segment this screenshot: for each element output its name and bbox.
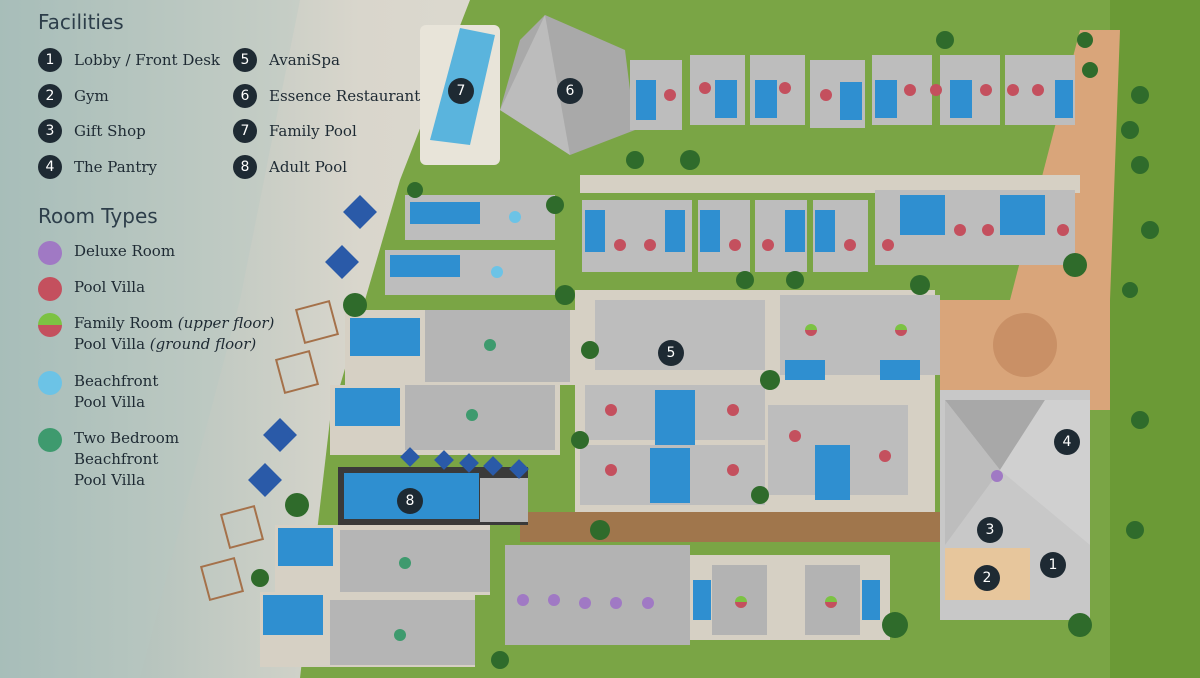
room-color-dot [38, 241, 62, 265]
room-label: Deluxe Room [74, 242, 176, 260]
map-legend: Facilities 1 Lobby / Front Desk 2 Gym 3 … [0, 0, 430, 500]
second-villa-row [582, 190, 1075, 272]
map-marker-3[interactable]: 3 [977, 517, 1003, 543]
room-color-dot [38, 371, 62, 395]
facility-label: Essence Restaurant [269, 87, 421, 105]
two-bedroom-villas [260, 310, 575, 667]
courtyard-circle [993, 313, 1057, 377]
adult-pool-roof [480, 478, 528, 522]
facility-8: 8 Adult Pool [233, 155, 347, 179]
main-roof-left [945, 400, 1000, 545]
facility-number: 4 [38, 155, 62, 179]
facility-2: 2 Gym [38, 84, 109, 108]
facility-label: AvaniSpa [269, 51, 340, 69]
facility-label: Gym [74, 87, 109, 105]
facility-5: 5 AvaniSpa [233, 48, 340, 72]
map-marker-7[interactable]: 7 [448, 78, 474, 104]
facility-number: 3 [38, 119, 62, 143]
grass-right [1110, 0, 1200, 678]
room-types-title: Room Types [38, 204, 158, 228]
map-marker-2[interactable]: 2 [974, 565, 1000, 591]
sea-foam [0, 0, 300, 678]
facility-7: 7 Family Pool [233, 119, 357, 143]
wooden-deck [520, 512, 940, 542]
facility-label: Family Pool [269, 122, 357, 140]
map-marker-8[interactable]: 8 [397, 488, 423, 514]
facility-number: 5 [233, 48, 257, 72]
room-dots [394, 82, 1069, 641]
room-label: Family Room (upper floor) Pool Villa (gr… [74, 314, 275, 353]
facilities-title: Facilities [38, 10, 124, 34]
facility-number: 1 [38, 48, 62, 72]
map-marker-5[interactable]: 5 [658, 340, 684, 366]
facility-3: 3 Gift Shop [38, 119, 146, 143]
restaurant-roof-shade [500, 15, 570, 155]
deluxe-block [505, 545, 690, 645]
beachfront-villas [385, 195, 555, 295]
north-villa-row [630, 55, 1075, 130]
room-color-dot [38, 277, 62, 301]
facility-number: 6 [233, 84, 257, 108]
facility-label: Gift Shop [74, 122, 146, 140]
north-path [580, 175, 1080, 193]
room-color-dot [38, 428, 62, 452]
palm-trees [251, 31, 1159, 669]
facility-1: 1 Lobby / Front Desk [38, 48, 220, 72]
room-label: Pool Villa [74, 278, 146, 296]
facility-label: Adult Pool [269, 158, 348, 176]
map-marker-4[interactable]: 4 [1054, 429, 1080, 455]
facility-number: 7 [233, 119, 257, 143]
family-pool-1 [693, 580, 711, 620]
map-marker-1[interactable]: 1 [1040, 552, 1066, 578]
room-type-family: Family Room (upper floor) Pool Villa (gr… [38, 313, 274, 355]
facility-label: The Pantry [74, 158, 158, 176]
room-type-pool-villa: Pool Villa [38, 277, 145, 301]
main-roof-top [945, 400, 1045, 470]
facility-4: 4 The Pantry [38, 155, 157, 179]
facility-6: 6 Essence Restaurant [233, 84, 420, 108]
room-split-dot [38, 313, 62, 337]
facility-label: Lobby / Front Desk [74, 51, 221, 69]
map-marker-6[interactable]: 6 [557, 78, 583, 104]
family-pool-2 [862, 580, 880, 620]
room-type-deluxe: Deluxe Room [38, 241, 175, 265]
facility-number: 8 [233, 155, 257, 179]
facility-number: 2 [38, 84, 62, 108]
beach-umbrellas [248, 195, 529, 497]
beach-loungers [199, 299, 340, 602]
